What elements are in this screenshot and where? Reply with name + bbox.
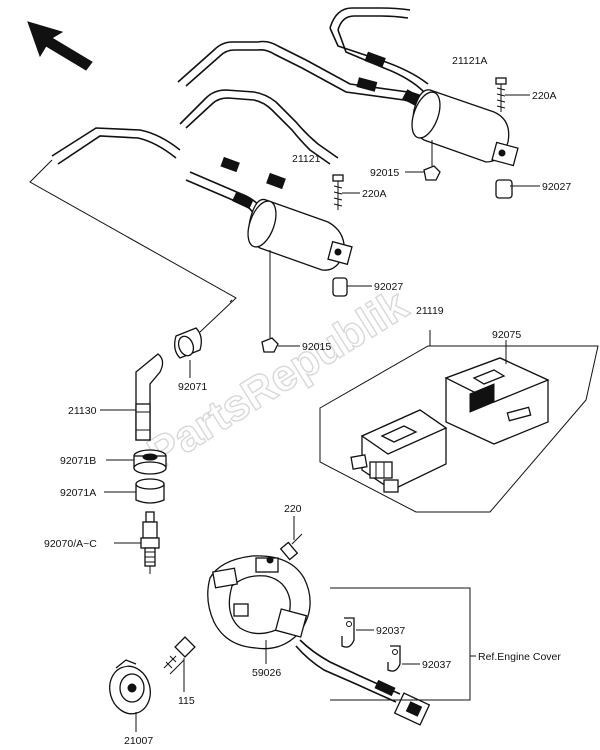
label-21121A: 21121A [452,55,487,67]
bolt-220A-middle [332,174,344,210]
cap-92027-middle [332,277,348,297]
nut-92015-middle [261,337,279,353]
label-220: 220 [284,503,302,515]
label-21007: 21007 [124,735,153,747]
label-21121: 21121 [292,153,321,165]
ignition-coil-upper [177,7,519,167]
label-92027-top: 92027 [542,181,571,193]
ref-engine-cover-bracket [330,587,471,701]
spark-plug-cap-21130 [135,353,164,441]
label-92070: 92070/A~C [44,538,97,550]
label-92071B: 92071B [60,455,96,467]
seal-92071B [133,449,167,475]
label-92075: 92075 [492,329,521,341]
label-220A-top: 220A [532,90,557,102]
label-92027-mid: 92027 [374,281,403,293]
bolt-220A-upper [495,77,507,112]
spark-plug-92070 [140,511,160,574]
igniter-cover-92075 [444,357,550,445]
label-21119: 21119 [416,305,444,317]
timing-rotor-21007 [109,659,151,715]
label-92071: 92071 [178,381,207,393]
label-21130: 21130 [68,405,97,417]
cap-92027-upper [495,179,513,199]
bolt-115 [163,636,196,675]
nut-92015-upper [423,165,441,181]
label-ref-engine-cover: Ref.Engine Cover [478,651,561,663]
pickup-coil-plate-59026 [207,555,431,726]
label-92015-top: 92015 [370,167,399,179]
clamp-92037-b [387,645,401,672]
igniter-unit-21119 [350,409,448,493]
plug-cap-seal-92071 [174,327,202,359]
label-220A-mid: 220A [362,188,387,200]
label-92037-b: 92037 [422,659,451,671]
ignition-coil-middle [51,89,353,271]
front-direction-arrow-icon [27,21,93,71]
igniter-group-outline [319,345,599,513]
bolt-220 [279,516,303,561]
clamp-92037-a [341,617,355,648]
label-92037-a: 92037 [376,625,405,637]
seal-92071A [135,478,165,504]
label-92071A: 92071A [60,487,96,499]
label-92015-mid: 92015 [302,341,331,353]
label-59026: 59026 [252,667,281,679]
label-115: 115 [178,695,195,707]
